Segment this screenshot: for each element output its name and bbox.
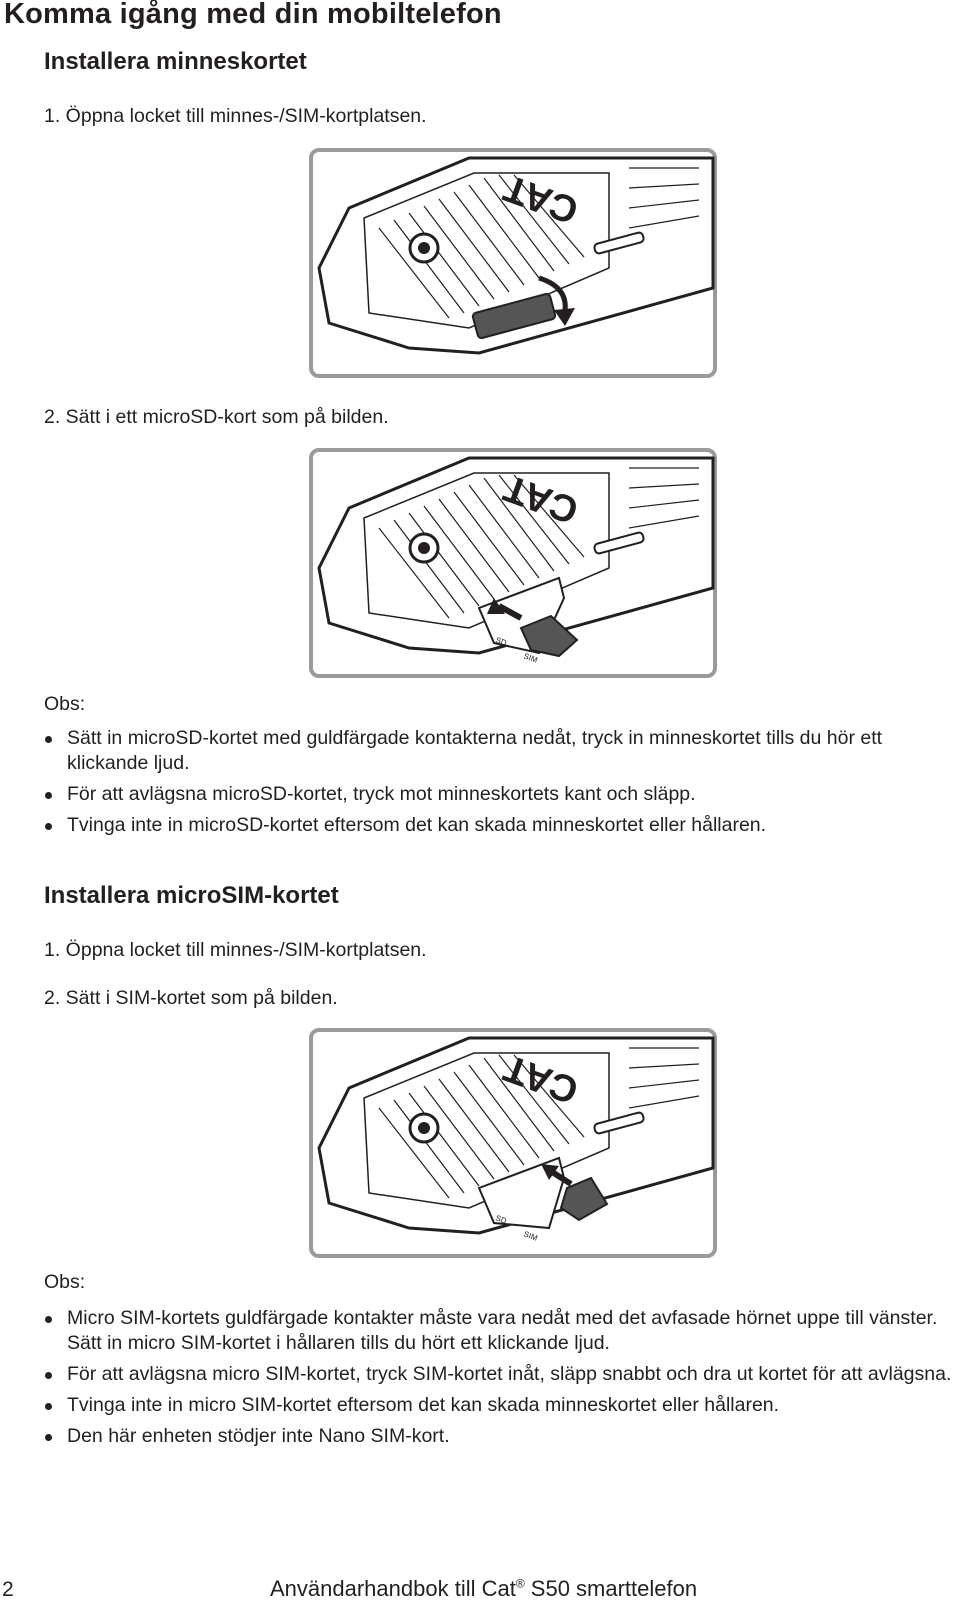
note-label-memory: Obs: bbox=[44, 693, 86, 715]
sd-slot-label: SD bbox=[494, 1213, 508, 1225]
list-item: Den här enheten stödjer inte Nano SIM-ko… bbox=[44, 1424, 956, 1449]
list-item: Micro SIM-kortets guldfärgade kontakter … bbox=[44, 1306, 956, 1356]
figure-open-cover: CAT bbox=[309, 148, 717, 378]
list-item: För att avlägsna microSD-kortet, tryck m… bbox=[44, 782, 956, 807]
note-label-sim: Obs: bbox=[44, 1271, 86, 1293]
list-item: Tvinga inte in micro SIM-kortet eftersom… bbox=[44, 1393, 956, 1418]
step-2-memory: 2. Sätt i ett microSD-kort som på bilden… bbox=[44, 406, 389, 428]
section-heading-memory-card: Installera minneskortet bbox=[44, 48, 307, 75]
figure-insert-sd: CAT SD SIM bbox=[309, 448, 717, 678]
footer-title-prefix: Användarhandbok till Cat bbox=[270, 1576, 516, 1601]
list-item: För att avlägsna micro SIM-kortet, tryck… bbox=[44, 1362, 956, 1387]
notes-list-sim: Micro SIM-kortets guldfärgade kontakter … bbox=[44, 1306, 956, 1455]
registered-mark: ® bbox=[515, 1576, 525, 1591]
notes-list-memory: Sätt in microSD-kortet med guldfärgade k… bbox=[44, 726, 956, 844]
footer-title: Användarhandbok till Cat® S50 smarttelef… bbox=[270, 1576, 697, 1602]
figure-insert-sim: CAT SD SIM bbox=[309, 1028, 717, 1258]
phone-illustration: CAT SD SIM bbox=[309, 448, 717, 678]
page-number: 2 bbox=[2, 1578, 14, 1601]
step-2-sim: 2. Sätt i SIM-kortet som på bilden. bbox=[44, 987, 338, 1009]
phone-illustration: CAT bbox=[309, 148, 717, 378]
step-1-sim: 1. Öppna locket till minnes-/SIM-kortpla… bbox=[44, 939, 427, 961]
footer-title-suffix: S50 smarttelefon bbox=[524, 1576, 698, 1601]
phone-illustration: CAT SD SIM bbox=[309, 1028, 717, 1258]
page-title: Komma igång med din mobiltelefon bbox=[4, 0, 502, 30]
sd-slot-label: SD bbox=[494, 635, 508, 647]
list-item: Tvinga inte in microSD-kortet eftersom d… bbox=[44, 813, 956, 838]
step-1-memory: 1. Öppna locket till minnes-/SIM-kortpla… bbox=[44, 105, 427, 127]
section-heading-microsim: Installera microSIM-kortet bbox=[44, 882, 339, 909]
list-item: Sätt in microSD-kortet med guldfärgade k… bbox=[44, 726, 956, 776]
